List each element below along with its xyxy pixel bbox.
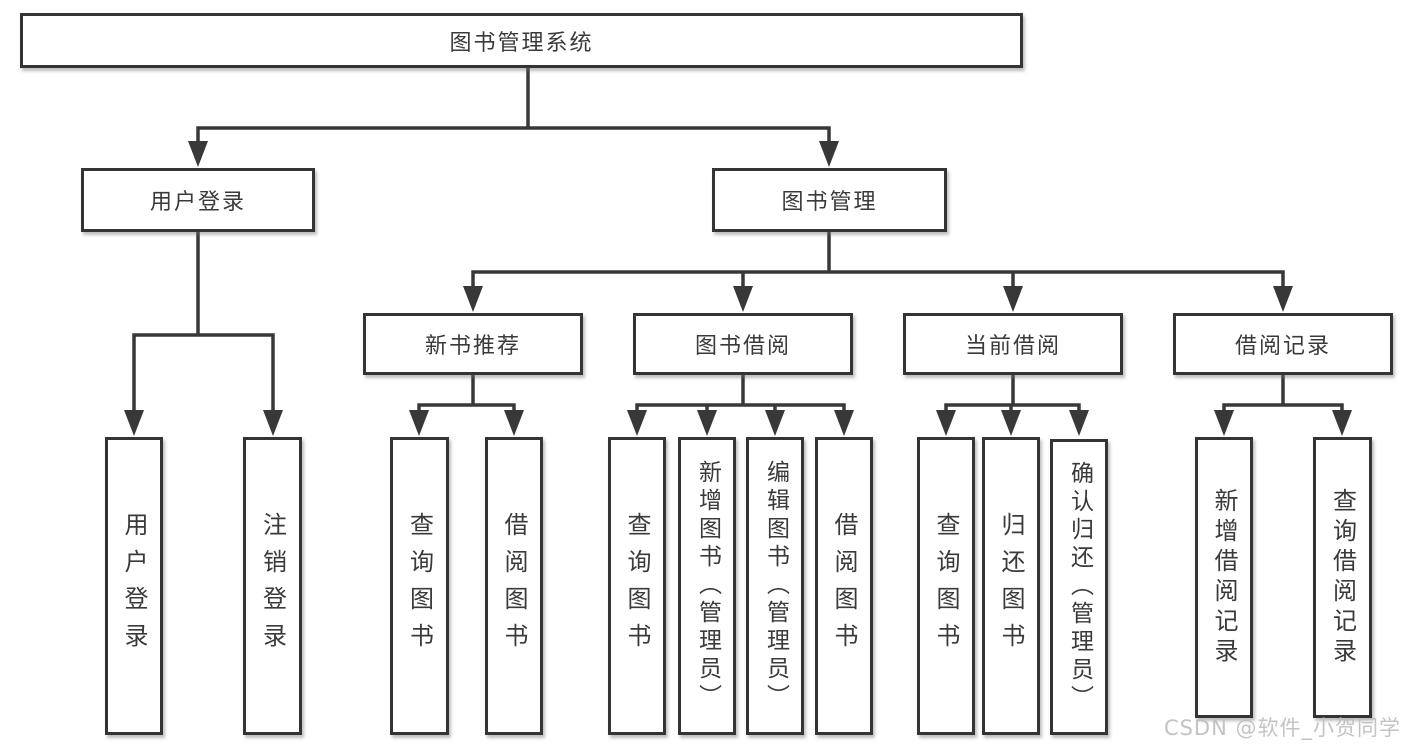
node-label: 借阅图书 xyxy=(830,512,858,660)
leaf-query-books-recommend: 查询图书 xyxy=(390,437,449,735)
arrow-icon xyxy=(1069,410,1089,436)
leaf-query-books-borrowing: 查询图书 xyxy=(608,437,666,735)
connector-user-login-to-leaves xyxy=(132,228,275,416)
arrow-icon xyxy=(463,286,483,312)
node-label: 图书借阅 xyxy=(694,334,791,359)
arrow-icon xyxy=(765,410,785,436)
node-label: 注销登录 xyxy=(258,512,287,660)
connector-current-borrow-to-leaves xyxy=(944,371,1081,416)
arrow-icon xyxy=(627,410,647,436)
node-book-borrowing: 图书借阅 xyxy=(633,313,853,375)
leaf-return-books: 归还图书 xyxy=(982,437,1040,735)
node-label: 查询借阅记录 xyxy=(1328,487,1357,668)
leaf-query-borrow-record: 查询借阅记录 xyxy=(1313,437,1372,718)
node-user-login: 用户登录 xyxy=(81,168,315,232)
node-label: 查询图书 xyxy=(623,512,651,660)
leaf-borrow-books: 借阅图书 xyxy=(815,437,873,735)
csdn-watermark: CSDN @软件_小贺同学 xyxy=(1163,716,1401,740)
node-label: 用户登录 xyxy=(149,190,246,215)
leaf-borrow-books-recommend: 借阅图书 xyxy=(485,437,543,735)
node-label: 当前借阅 xyxy=(964,334,1061,359)
leaf-add-books-admin: 新增图书（管理员） xyxy=(678,437,736,735)
arrow-icon xyxy=(834,410,854,436)
node-label: 借阅记录 xyxy=(1234,334,1331,359)
node-label: 新书推荐 xyxy=(424,334,521,359)
connector-new-book-rec-to-leaves xyxy=(417,371,516,416)
node-label: 归还图书 xyxy=(997,512,1025,660)
node-new-book-recommend: 新书推荐 xyxy=(363,313,583,375)
node-label: 查询图书 xyxy=(932,512,960,660)
arrow-icon xyxy=(1001,410,1021,436)
arrow-icon xyxy=(819,141,839,167)
node-label: 图书管理系统 xyxy=(449,30,594,56)
node-label: 编辑图书（管理员） xyxy=(762,460,789,712)
node-label: 借阅图书 xyxy=(500,512,528,660)
arrow-icon xyxy=(697,410,717,436)
arrow-icon xyxy=(124,410,144,436)
node-library-system: 图书管理系统 xyxy=(20,13,1023,68)
connector-book-mgmt-to-level2 xyxy=(471,228,1285,292)
node-label: 新增借阅记录 xyxy=(1210,487,1238,668)
arrow-icon xyxy=(1003,286,1023,312)
connector-book-borrow-to-leaves xyxy=(635,371,846,416)
arrow-icon xyxy=(188,141,208,167)
leaf-logout: 注销登录 xyxy=(243,437,302,735)
node-label: 图书管理 xyxy=(781,190,878,215)
node-label: 查询图书 xyxy=(405,512,434,660)
arrow-icon xyxy=(733,286,753,312)
arrow-icon xyxy=(1273,286,1293,312)
arrow-icon xyxy=(263,410,283,436)
arrow-icon xyxy=(1214,410,1234,436)
connector-root-to-level1 xyxy=(196,64,831,146)
node-current-borrowing: 当前借阅 xyxy=(903,313,1123,375)
node-borrowing-records: 借阅记录 xyxy=(1173,313,1393,375)
leaf-edit-books-admin: 编辑图书（管理员） xyxy=(746,437,804,735)
arrow-icon xyxy=(1332,410,1352,436)
leaf-user-login: 用户登录 xyxy=(105,437,163,735)
node-label: 用户登录 xyxy=(120,512,148,660)
leaf-confirm-return-admin: 确认归还（管理员） xyxy=(1050,439,1108,735)
arrow-icon xyxy=(409,410,429,436)
arrowheads xyxy=(124,141,1352,436)
node-label: 新增图书（管理员） xyxy=(694,460,721,712)
leaf-query-books-current: 查询图书 xyxy=(917,437,975,735)
arrow-icon xyxy=(936,410,956,436)
leaf-add-borrow-record: 新增借阅记录 xyxy=(1195,437,1253,718)
arrow-icon xyxy=(504,410,524,436)
connector-borrow-records-to-leaves xyxy=(1222,371,1344,416)
node-book-management: 图书管理 xyxy=(712,168,947,232)
node-label: 确认归还（管理员） xyxy=(1066,461,1093,713)
